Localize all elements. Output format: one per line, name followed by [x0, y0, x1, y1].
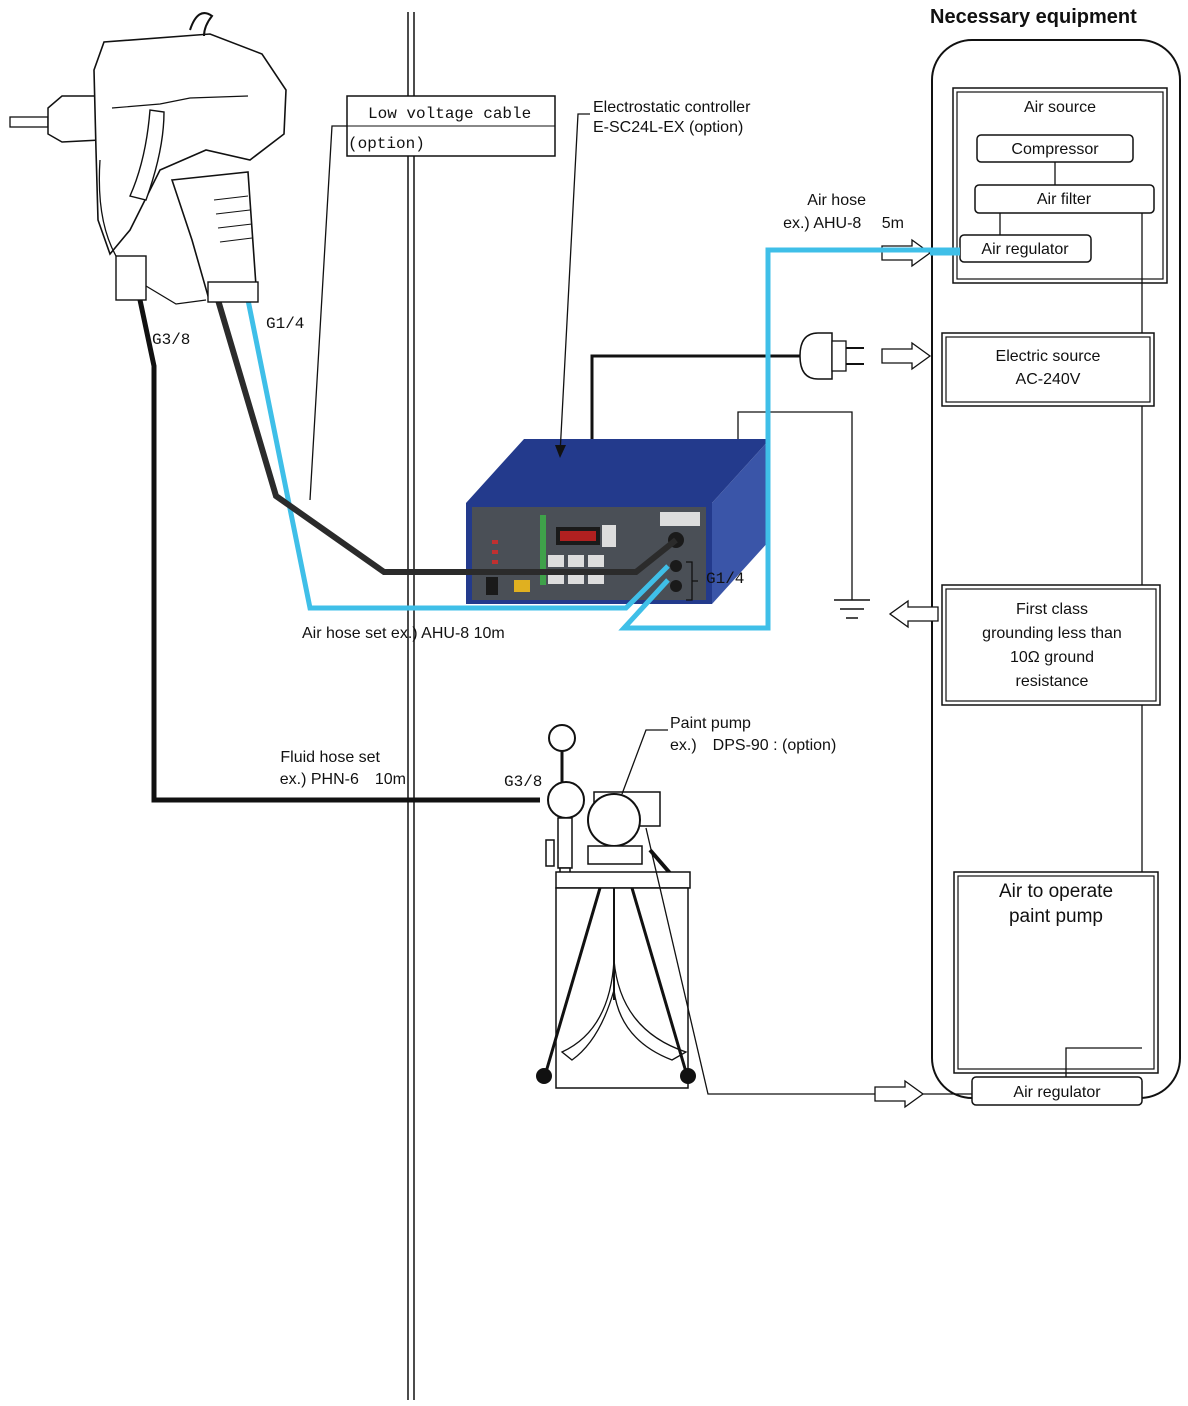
pump-air-line1: Air to operate — [999, 881, 1113, 902]
air-filter-label: Air filter — [1037, 191, 1092, 208]
fluid-hose — [137, 299, 540, 803]
compressor-label: Compressor — [1011, 141, 1099, 158]
arrow-right-icon — [881, 341, 932, 371]
air-source-box: Air source Compressor Air filter Air reg… — [952, 87, 1168, 284]
power-cable — [590, 354, 800, 440]
g14-controller-label: G1/4 — [706, 570, 744, 588]
air-hose-set-label: Air hose set ex.) AHU-8 10m — [302, 625, 505, 642]
power-plug-icon — [799, 332, 864, 380]
fluid-hose-label-line1: Fluid hose set — [280, 749, 380, 766]
g38-gun-label: G3/8 — [152, 331, 190, 349]
g38-pump-label: G3/8 — [504, 773, 542, 791]
grounding-box: First class grounding less than 10Ω grou… — [941, 584, 1161, 706]
grounding-line1: First class — [1016, 601, 1088, 618]
air-filter-box — [974, 184, 1155, 214]
electric-source-box: Electric source AC-240V — [941, 332, 1155, 407]
air-hose-set — [243, 289, 670, 611]
electric-source-line1: Electric source — [996, 348, 1101, 365]
paint-pump-label-line2: ex.) DPS-90 : (option) — [670, 737, 836, 754]
pump-air-regulator-label: Air regulator — [1013, 1084, 1101, 1101]
air-hose-label-line2: ex.) AHU-8 5m — [783, 215, 904, 232]
ground-wire — [737, 411, 853, 600]
controller-label-line1: Electrostatic controller — [593, 99, 751, 116]
grounding-line2: grounding less than — [982, 625, 1122, 642]
ground-symbol-icon — [834, 599, 870, 619]
low-voltage-cable-line1: Low voltage cable — [368, 105, 531, 123]
grounding-line3: 10Ω ground — [1010, 649, 1094, 666]
air-hose-label-line1: Air hose — [807, 192, 866, 209]
g14-gun-label: G1/4 — [266, 315, 304, 333]
fluid-hose-label-line2: ex.) PHN-6 10m — [280, 771, 406, 788]
spray-gun-icon — [9, 12, 287, 305]
pump-air-line — [645, 827, 875, 1095]
necessary-equipment-title: Necessary equipment — [930, 6, 1137, 28]
grounding-line4: resistance — [1016, 673, 1089, 690]
low-voltage-cable — [215, 299, 678, 575]
arrow-right-icon — [874, 1079, 925, 1109]
low-voltage-cable-line2: (option) — [348, 135, 425, 153]
pump-air-box: Air to operate paint pump Air regulator — [953, 871, 1159, 1106]
electrostatic-controller — [466, 439, 770, 604]
paint-pump-label-line1: Paint pump — [670, 715, 751, 732]
controller-label-line2: E-SC24L-EX (option) — [593, 119, 743, 136]
wall-divider — [407, 12, 415, 1400]
pump-air-regulator-box — [971, 1076, 1143, 1106]
arrow-left-icon — [888, 599, 939, 629]
pump-air-line2: paint pump — [1009, 906, 1103, 927]
air-source-title: Air source — [1024, 99, 1096, 116]
paint-pump-icon — [536, 724, 696, 1089]
air-regulator-label: Air regulator — [981, 241, 1069, 258]
air-hose-supply — [618, 247, 960, 631]
arrow-right-icon — [881, 238, 932, 268]
electric-source-line2: AC-240V — [1016, 371, 1081, 388]
